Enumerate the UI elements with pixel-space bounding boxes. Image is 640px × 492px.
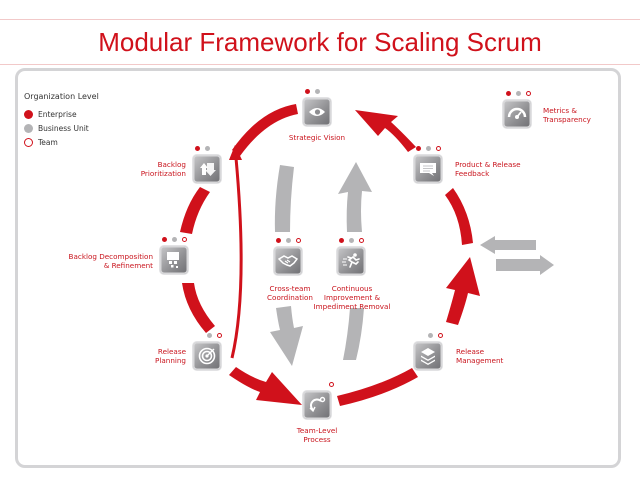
arrow-prioritization-to-vision bbox=[232, 104, 298, 156]
label-line: Release bbox=[456, 347, 485, 356]
level-dots bbox=[339, 238, 364, 243]
node-label: Backlog Decomposition & Refinement bbox=[40, 252, 153, 270]
diagram-frame bbox=[15, 68, 621, 468]
label-line: & Refinement bbox=[103, 261, 153, 270]
arrow-decomposition-up bbox=[180, 187, 210, 234]
legend-label: Business Unit bbox=[38, 123, 89, 133]
node-label: Continuous Improvement & Impediment Remo… bbox=[300, 284, 404, 311]
sort-arrows-icon bbox=[193, 155, 221, 183]
level-dots bbox=[416, 146, 441, 151]
title-bar: Modular Framework for Scaling Scrum bbox=[0, 19, 640, 65]
label-line: Release bbox=[157, 347, 186, 356]
arrowhead-prioritization bbox=[229, 145, 242, 160]
label-line: Process bbox=[303, 435, 331, 444]
arrow-feedback-down bbox=[445, 188, 473, 245]
arrow-gray-up-top bbox=[338, 162, 372, 232]
label-line: Impediment Removal bbox=[313, 302, 391, 311]
legend-heading: Organization Level bbox=[24, 92, 99, 101]
legend-label: Team bbox=[38, 137, 58, 147]
node-label: Metrics & Transparency bbox=[543, 106, 623, 124]
stacked-layers-icon bbox=[414, 342, 442, 370]
enterprise-dot-icon bbox=[24, 109, 33, 119]
arrow-gray-up-bottom bbox=[343, 308, 364, 360]
label-line: Planning bbox=[155, 356, 186, 365]
level-dots bbox=[506, 91, 531, 96]
arrow-feedback-to-vision bbox=[355, 110, 416, 152]
arrow-gray-down-bottom bbox=[270, 306, 303, 366]
legend-label: Enterprise bbox=[38, 109, 77, 119]
level-dots bbox=[195, 146, 210, 151]
label-line: Backlog Decomposition bbox=[68, 252, 153, 261]
legend-item-team: Team bbox=[24, 135, 99, 149]
handshake-icon bbox=[274, 247, 302, 275]
arrow-gray-left bbox=[480, 236, 536, 254]
label-line: Prioritization bbox=[140, 169, 186, 178]
label-line: Transparency bbox=[543, 115, 591, 124]
level-dots bbox=[428, 333, 443, 338]
arrow-management-to-center bbox=[446, 257, 480, 325]
team-dot-icon bbox=[24, 137, 33, 147]
target-icon bbox=[193, 342, 221, 370]
legend-item-enterprise: Enterprise bbox=[24, 107, 99, 121]
node-label: Cross-team Coordination bbox=[248, 284, 332, 302]
arrow-decomposition-down bbox=[182, 283, 215, 333]
legend-item-business-unit: Business Unit bbox=[24, 121, 99, 135]
label-line: Metrics & bbox=[543, 106, 577, 115]
label-line: Product & Release bbox=[455, 160, 521, 169]
label-line: Feedback bbox=[455, 169, 490, 178]
level-dots bbox=[207, 333, 222, 338]
arrow-gray-right bbox=[496, 255, 554, 275]
cycle-icon bbox=[303, 391, 331, 419]
level-dots bbox=[276, 238, 301, 243]
legend: Organization Level Enterprise Business U… bbox=[24, 92, 99, 149]
level-dots bbox=[329, 382, 334, 387]
label-line: Improvement & bbox=[323, 293, 381, 302]
node-label: Product & Release Feedback bbox=[455, 160, 555, 178]
eye-icon bbox=[303, 98, 331, 126]
label-line: Cross-team bbox=[269, 284, 311, 293]
label-line: Continuous bbox=[331, 284, 373, 293]
speech-bubble-icon bbox=[414, 155, 442, 183]
business-unit-dot-icon bbox=[24, 123, 33, 133]
node-label: Release Management bbox=[456, 347, 536, 365]
node-label: Team-Level Process bbox=[277, 426, 357, 444]
page-title: Modular Framework for Scaling Scrum bbox=[98, 27, 542, 57]
label-line: Backlog bbox=[157, 160, 186, 169]
node-label: Release Planning bbox=[120, 347, 186, 365]
arrow-gray-down-top bbox=[274, 165, 294, 232]
label-line: Coordination bbox=[267, 293, 313, 302]
arrow-planning-to-team bbox=[229, 367, 302, 405]
gauge-icon bbox=[503, 100, 531, 128]
runner-icon bbox=[337, 247, 365, 275]
arrow-team-to-management bbox=[337, 368, 418, 406]
level-dots bbox=[162, 237, 187, 242]
label-line: Team-Level bbox=[296, 426, 338, 435]
node-label: Strategic Vision bbox=[288, 133, 346, 142]
arrow-planning-to-prioritization bbox=[230, 157, 243, 359]
label-line: Management bbox=[456, 356, 504, 365]
node-label: Backlog Prioritization bbox=[110, 160, 186, 178]
decompose-blocks-icon bbox=[160, 246, 188, 274]
level-dots bbox=[305, 89, 320, 94]
